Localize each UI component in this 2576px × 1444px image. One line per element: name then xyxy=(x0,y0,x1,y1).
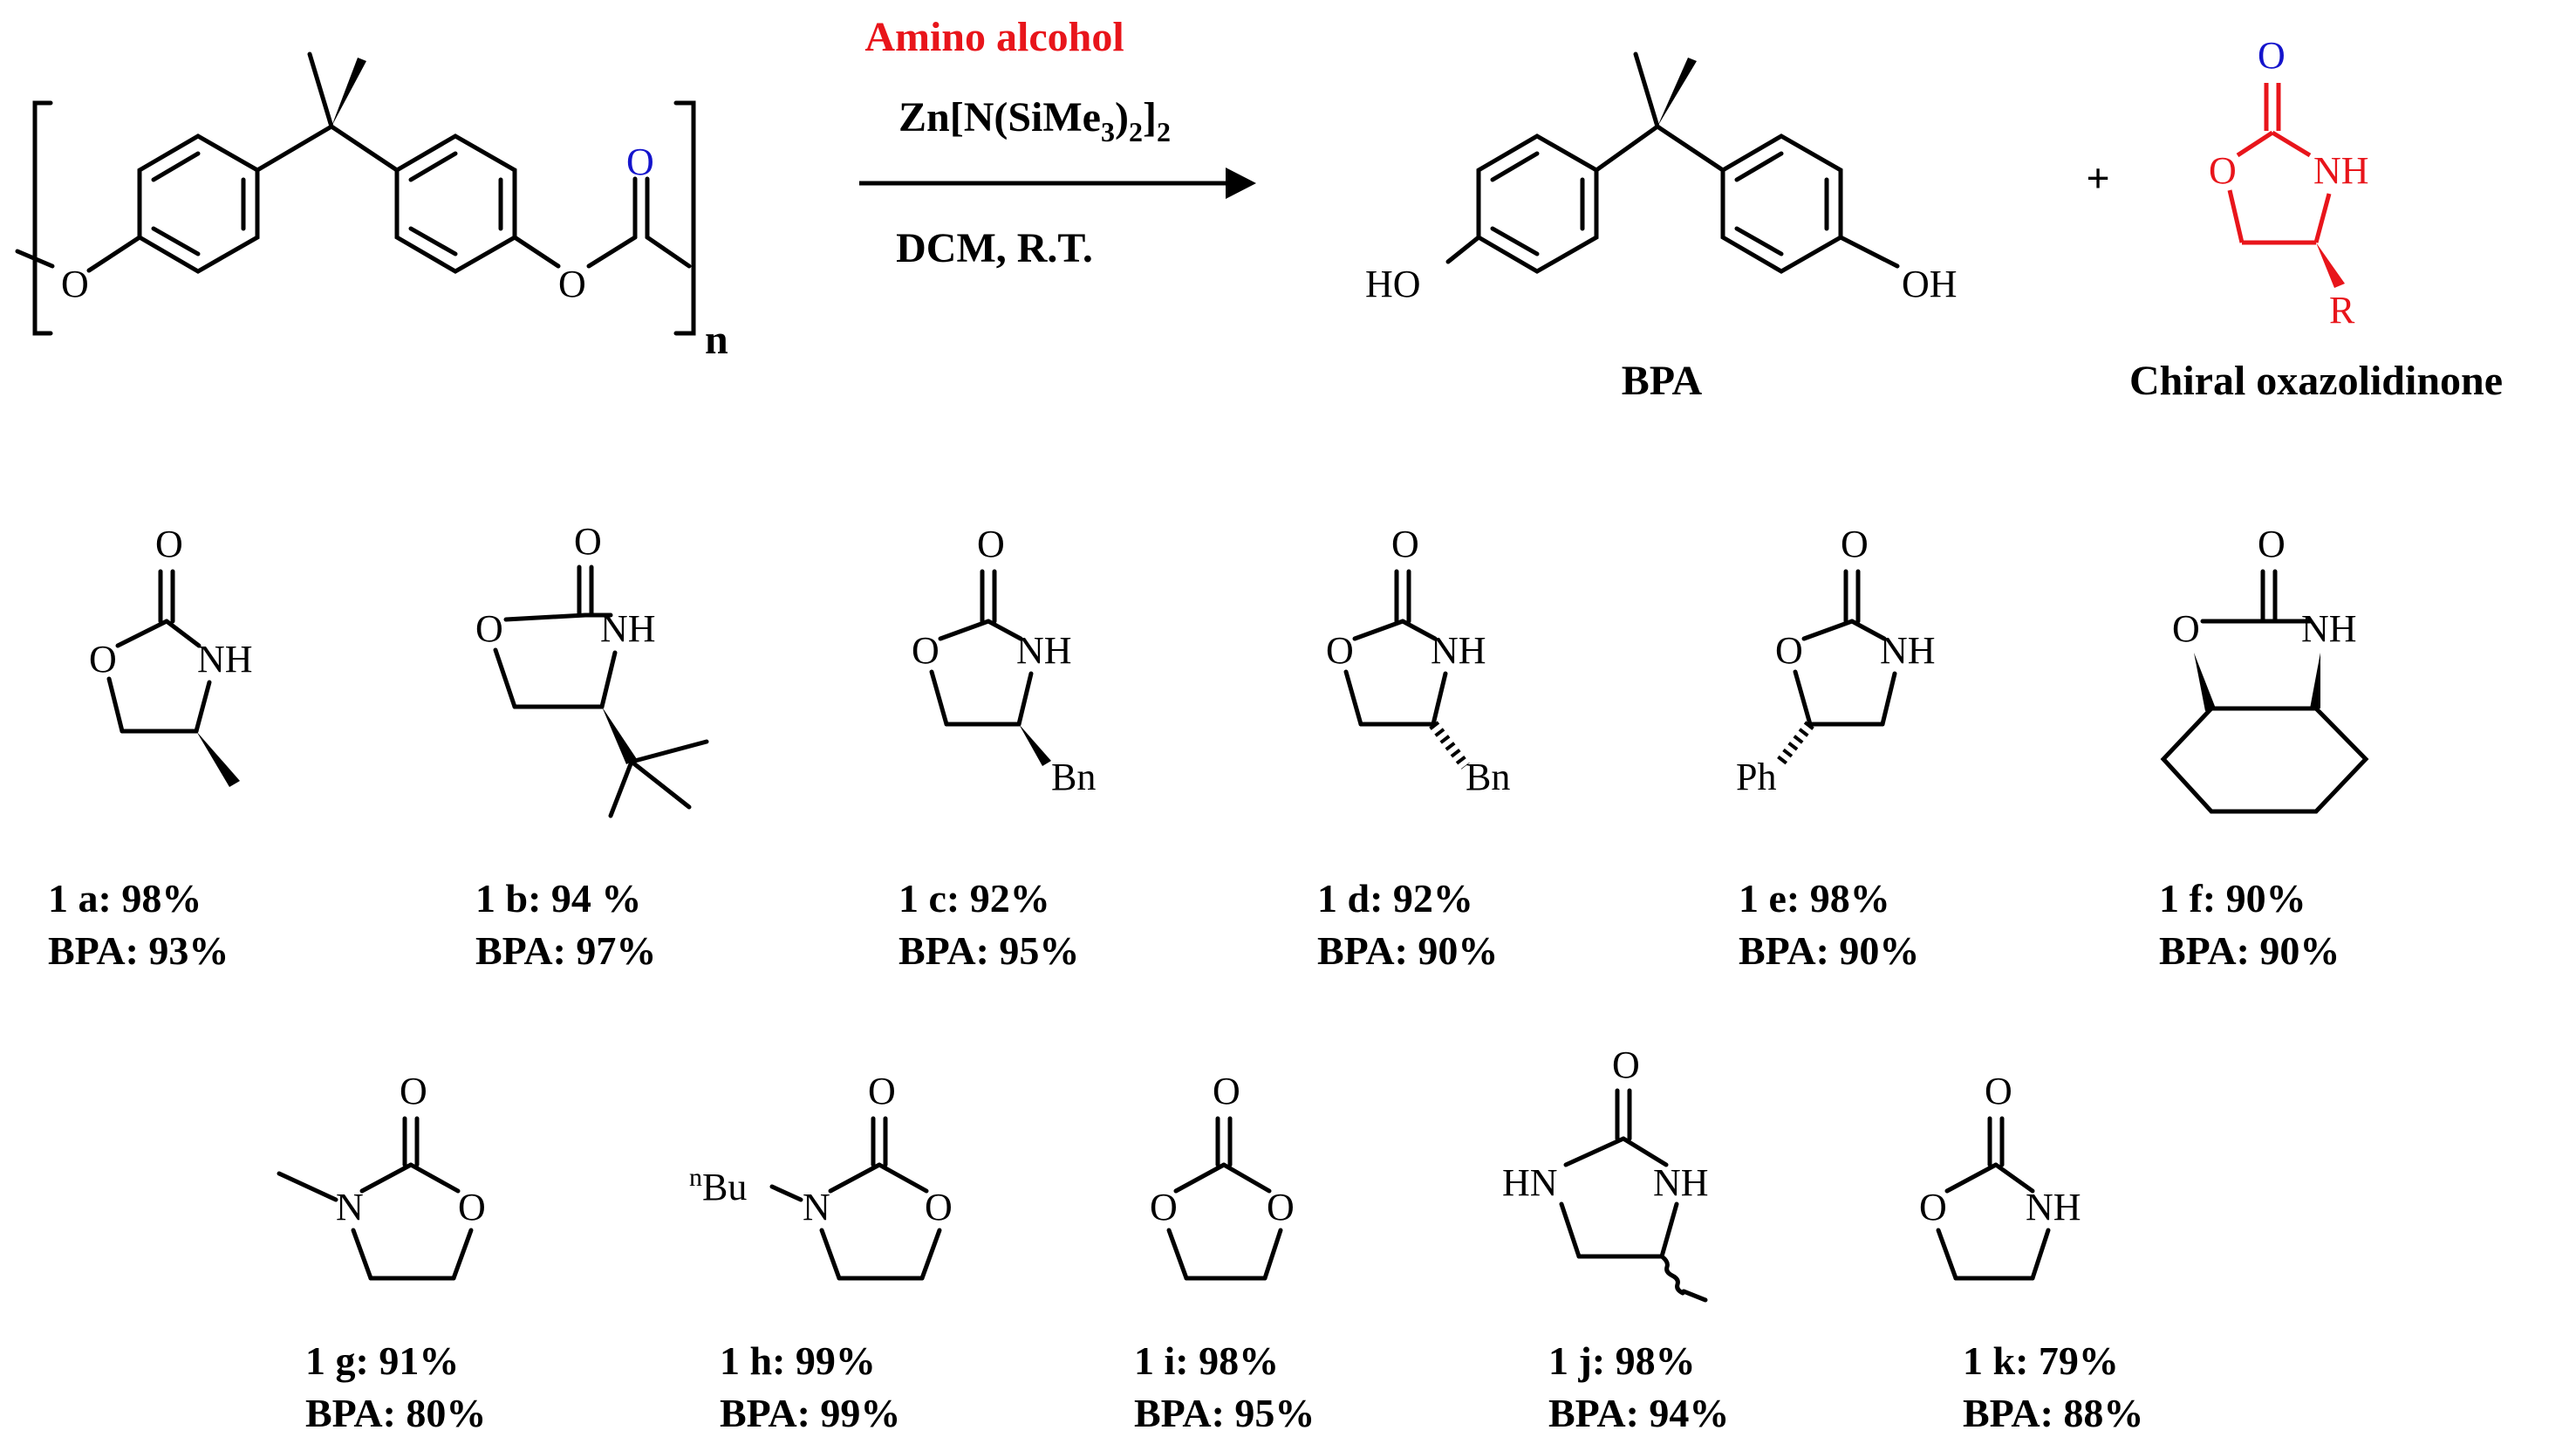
atom-O: O xyxy=(558,263,586,305)
yield-1i: 1 i: 98% xyxy=(1134,1338,1279,1383)
svg-text:Bn: Bn xyxy=(1466,756,1510,798)
svg-text:NH: NH xyxy=(2301,607,2357,650)
yield-1k: 1 k: 79% xyxy=(1963,1338,2119,1383)
atom-O: O xyxy=(61,263,89,305)
product-1b-structure: O O NH xyxy=(475,520,709,818)
svg-text:O: O xyxy=(2258,523,2286,565)
yield-1j: 1 j: 98% xyxy=(1548,1338,1696,1383)
product-1f-structure: O O NH xyxy=(2160,523,2369,814)
bpa-yield-1g: BPA: 80% xyxy=(305,1391,486,1435)
yield-1f: 1 f: 90% xyxy=(2159,876,2306,920)
product-1g-structure: O N O xyxy=(277,1070,486,1281)
bpa-structure: HO OH BPA xyxy=(1365,51,1958,404)
svg-text:O: O xyxy=(1150,1186,1178,1228)
product-1j-structure: O HN NH xyxy=(1502,1044,1709,1303)
repeat-unit-n: n xyxy=(705,317,728,363)
bpa-yield-1e: BPA: 90% xyxy=(1739,928,1919,973)
svg-text:O: O xyxy=(1775,629,1803,672)
svg-text:O: O xyxy=(155,523,183,565)
svg-text:O: O xyxy=(1985,1070,2012,1112)
reagent-amino-alcohol: Amino alcohol xyxy=(864,14,1124,60)
svg-text:O: O xyxy=(868,1070,896,1112)
bpa-yield-1a: BPA: 93% xyxy=(48,928,229,973)
bpa-yield-1f: BPA: 90% xyxy=(2159,928,2340,973)
svg-text:O: O xyxy=(1326,629,1354,672)
reagent-zinc-amide: Zn[N(SiMe3)2]2 xyxy=(899,94,1171,147)
bpa-yield-1d: BPA: 90% xyxy=(1317,928,1498,973)
product-1c-structure: O O NH Bn xyxy=(912,523,1096,798)
svg-text:O: O xyxy=(977,523,1005,565)
carbonyl-oxygen: O xyxy=(626,140,654,183)
svg-text:N: N xyxy=(336,1186,364,1228)
oxazolidinone-label: Chiral oxazolidinone xyxy=(2129,358,2503,404)
bpa-yield-1c: BPA: 95% xyxy=(899,928,1079,973)
atom-HO: HO xyxy=(1365,263,1421,305)
reaction-conditions: DCM, R.T. xyxy=(896,225,1093,271)
svg-text:O: O xyxy=(458,1186,486,1228)
svg-text:O: O xyxy=(1391,523,1419,565)
svg-text:O: O xyxy=(400,1070,427,1112)
bpa-yield-1j: BPA: 94% xyxy=(1548,1391,1729,1435)
product-1a-structure: O O NH xyxy=(89,523,253,787)
bpa-label: BPA xyxy=(1622,358,1703,404)
svg-text:NH: NH xyxy=(1016,629,1072,672)
arrowhead-icon xyxy=(1226,168,1256,199)
svg-text:nBu: nBu xyxy=(689,1163,747,1208)
polycarbonate-structure: O O O n xyxy=(15,51,728,363)
svg-text:O: O xyxy=(925,1186,953,1228)
svg-text:Bn: Bn xyxy=(1051,756,1096,798)
yield-1d: 1 d: 92% xyxy=(1317,876,1473,920)
svg-text:N: N xyxy=(803,1186,830,1228)
bpa-yield-1i: BPA: 95% xyxy=(1134,1391,1315,1435)
svg-text:NH: NH xyxy=(2026,1186,2081,1228)
product-1d-structure: O O NH Bn xyxy=(1326,523,1510,798)
svg-text:O: O xyxy=(475,607,503,650)
chiral-oxazolidinone-structure: O O NH R Chiral oxazolidinone xyxy=(2129,34,2503,404)
carbonyl-oxygen: O xyxy=(2258,34,2286,77)
ring-nh: NH xyxy=(2313,149,2369,192)
svg-text:O: O xyxy=(2172,607,2200,650)
product-1h-structure: O N O nBu xyxy=(689,1070,953,1281)
svg-text:O: O xyxy=(1612,1044,1640,1086)
svg-text:NH: NH xyxy=(197,638,253,681)
svg-text:O: O xyxy=(1841,523,1869,565)
svg-text:O: O xyxy=(912,629,940,672)
bpa-yield-1k: BPA: 88% xyxy=(1963,1391,2143,1435)
svg-text:O: O xyxy=(89,638,117,681)
svg-text:O: O xyxy=(1213,1070,1240,1112)
svg-text:O: O xyxy=(574,520,602,563)
svg-text:NH: NH xyxy=(1431,629,1486,672)
product-1k-structure: O O NH xyxy=(1919,1070,2081,1281)
ring-oxygen: O xyxy=(2209,149,2237,192)
svg-text:O: O xyxy=(1267,1186,1295,1228)
svg-text:Ph: Ph xyxy=(1736,756,1776,798)
yield-1g: 1 g: 91% xyxy=(305,1338,459,1383)
yield-labels: 1 a: 98% BPA: 93% 1 b: 94 % BPA: 97% 1 c… xyxy=(48,876,2340,1435)
product-1e-structure: O O NH Ph xyxy=(1736,523,1936,798)
bpa-yield-1b: BPA: 97% xyxy=(475,928,656,973)
atom-OH: OH xyxy=(1902,263,1958,305)
svg-text:O: O xyxy=(1919,1186,1947,1228)
yield-1c: 1 c: 92% xyxy=(899,876,1050,920)
product-1i-structure: O O O xyxy=(1150,1070,1295,1281)
svg-text:NH: NH xyxy=(1653,1161,1709,1204)
yield-1a: 1 a: 98% xyxy=(48,876,202,920)
svg-text:NH: NH xyxy=(1880,629,1936,672)
r-group: R xyxy=(2329,289,2355,332)
yield-1b: 1 b: 94 % xyxy=(475,876,641,920)
yield-1e: 1 e: 98% xyxy=(1739,876,1890,920)
svg-text:HN: HN xyxy=(1502,1161,1558,1204)
bpa-yield-1h: BPA: 99% xyxy=(720,1391,900,1435)
reaction-arrow-group: Amino alcohol Zn[N(SiMe3)2]2 DCM, R.T. xyxy=(859,14,1256,271)
yield-1h: 1 h: 99% xyxy=(720,1338,876,1383)
plus-sign: + xyxy=(2086,155,2109,202)
